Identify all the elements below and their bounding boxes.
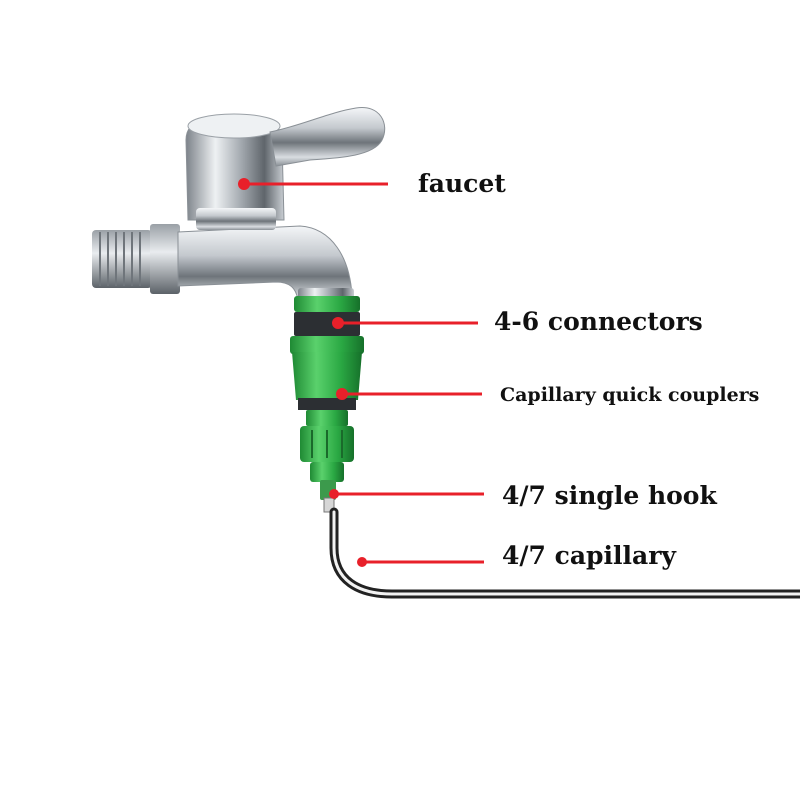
faucet-icon — [92, 107, 386, 311]
capillary-tube-icon — [329, 507, 800, 599]
leader-dot-capillary — [357, 557, 367, 567]
leader-lines — [244, 182, 484, 564]
label-couplers: Capillary quick couplers — [500, 384, 760, 406]
quick-coupler-icon — [292, 352, 362, 482]
label-single-hook: 4/7 single hook — [502, 481, 717, 510]
leader-dot-hook — [329, 489, 339, 499]
label-faucet: faucet — [418, 169, 506, 198]
leader-dot-couplers — [336, 388, 348, 400]
connector-icon — [290, 296, 364, 354]
leader-dots — [238, 178, 367, 567]
label-connectors: 4-6 connectors — [494, 307, 703, 336]
leader-dot-connectors — [332, 317, 344, 329]
label-capillary: 4/7 capillary — [502, 541, 676, 570]
leader-dot-faucet — [238, 178, 250, 190]
